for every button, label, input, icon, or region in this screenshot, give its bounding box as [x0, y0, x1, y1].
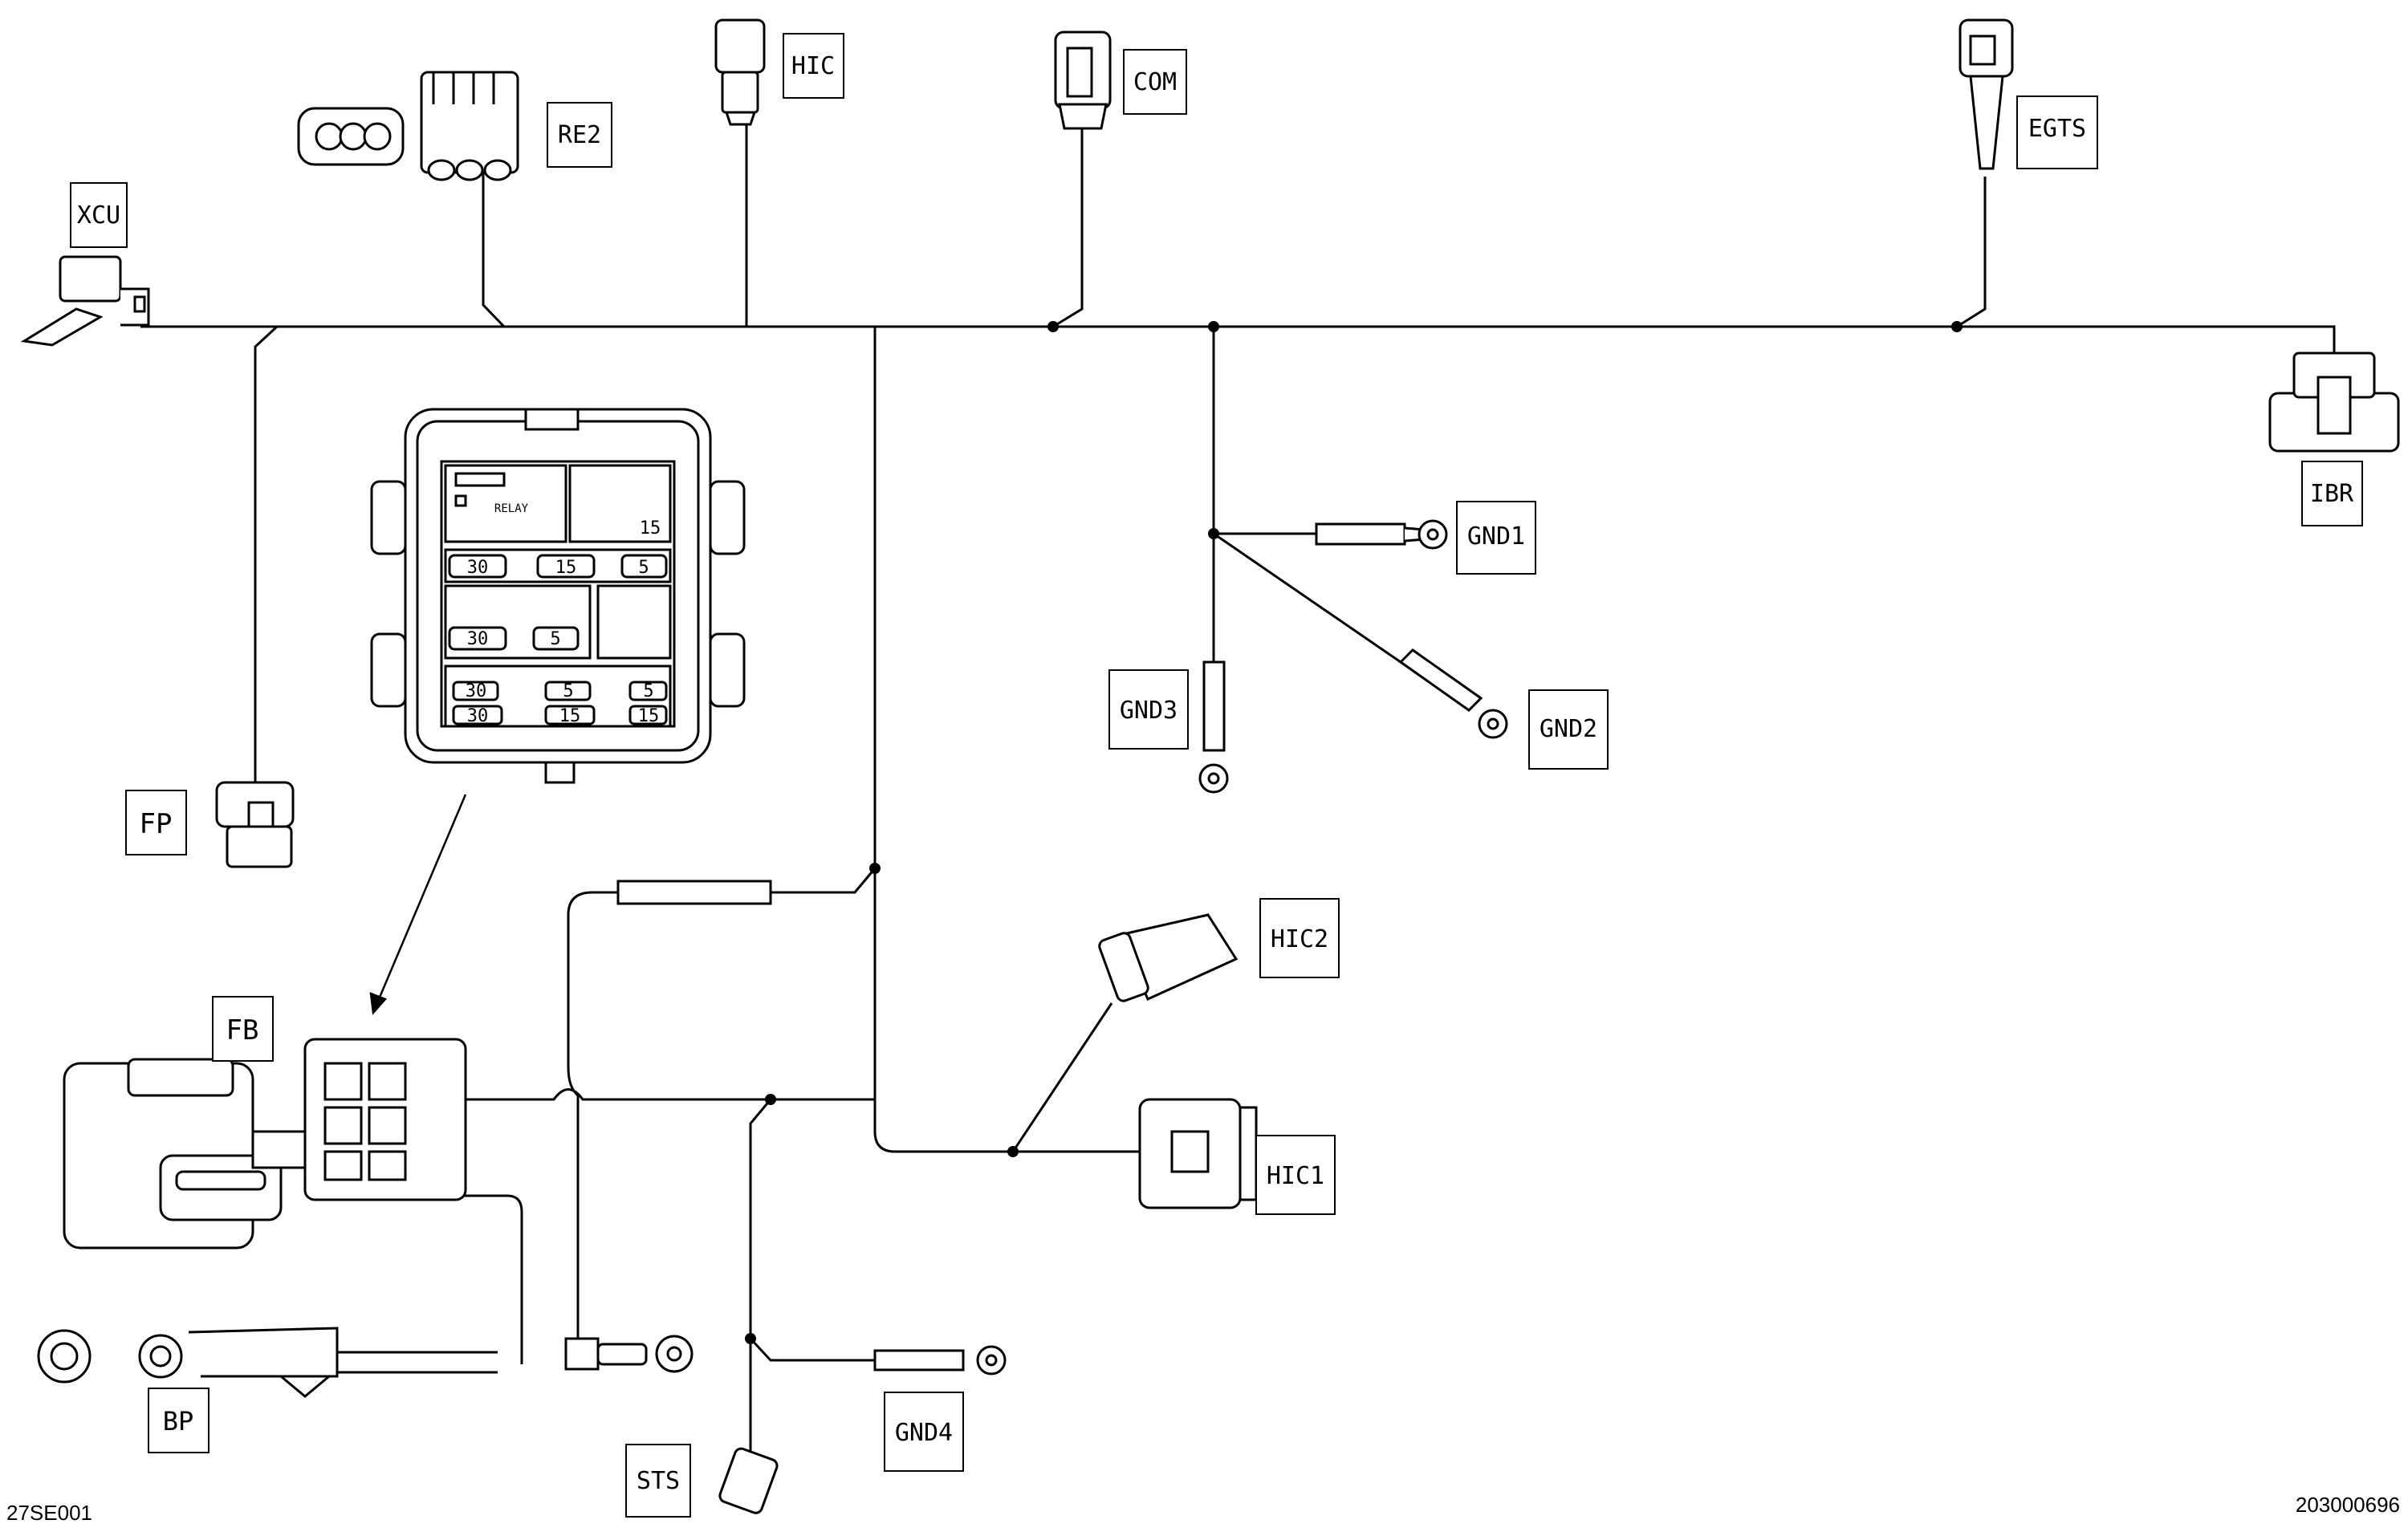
gnd1-terminal — [1315, 519, 1448, 550]
bp-ring-terminal — [564, 1335, 694, 1373]
junction-dot — [1951, 321, 1963, 332]
svg-text:GND1: GND1 — [1467, 522, 1525, 551]
wires — [140, 120, 2336, 1453]
gnd4-wire — [749, 1337, 875, 1362]
svg-text:IBR: IBR — [2310, 480, 2354, 508]
fb-output-wire — [466, 1088, 875, 1101]
svg-text:EGTS: EGTS — [2028, 115, 2086, 143]
xcu-connector — [20, 255, 150, 347]
fusebox-relay-label: RELAY — [494, 502, 529, 515]
main-trunk-wire — [140, 325, 2336, 353]
components — [20, 18, 2400, 1514]
bp-cable-wire — [771, 868, 877, 894]
fuse-5-label: 5 — [638, 558, 649, 578]
label-hic1: HIC1 — [1255, 1135, 1336, 1215]
diagram-code-right: 203000696 — [2295, 1493, 2400, 1517]
fuse-15-label: 15 — [638, 706, 660, 726]
gnd2-wire — [1213, 532, 1401, 664]
fuse-30-label: 30 — [466, 681, 487, 701]
junction-dot — [1007, 1146, 1019, 1157]
junction-dot — [745, 1333, 756, 1344]
re2-connector — [297, 71, 519, 181]
junction-dot — [869, 863, 881, 874]
fp-connector — [215, 781, 295, 868]
svg-text:HIC1: HIC1 — [1267, 1162, 1324, 1190]
fb-assembly — [63, 1038, 467, 1250]
label-fp: FP — [125, 790, 187, 855]
label-bp: BP — [148, 1388, 209, 1453]
svg-text:STS: STS — [637, 1467, 680, 1495]
svg-text:GND4: GND4 — [895, 1419, 953, 1447]
fuse-30-label: 30 — [467, 558, 489, 578]
labels: XCU RE2 HIC COM EGTS IBR GND1 GND2 — [70, 33, 2363, 1518]
fuse-5-label: 5 — [563, 681, 573, 701]
egts-sensor — [1959, 18, 2014, 170]
fuse-15-label: 15 — [559, 706, 581, 726]
fp-branch-wire — [254, 325, 279, 782]
bp-cable — [37, 1327, 339, 1398]
hic-connector — [714, 18, 766, 126]
svg-text:FP: FP — [140, 808, 173, 840]
label-sts: STS — [625, 1444, 691, 1518]
svg-text:XCU: XCU — [77, 201, 120, 230]
svg-text:RE2: RE2 — [558, 121, 601, 149]
svg-text:COM: COM — [1133, 68, 1177, 96]
diagram-code-left: 27SE001 — [6, 1501, 92, 1525]
re2-branch-wire — [482, 173, 506, 328]
center-trunk-wire — [873, 327, 1140, 1153]
hic1-connector — [1138, 1098, 1258, 1209]
svg-text:FB: FB — [226, 1014, 259, 1046]
hic2-wire — [1011, 1002, 1113, 1152]
svg-text:GND3: GND3 — [1120, 697, 1178, 725]
ibr-connector — [2268, 352, 2400, 453]
gnd2-terminal — [1398, 648, 1508, 739]
gnd4-terminal — [873, 1345, 1007, 1376]
label-gnd3: GND3 — [1108, 669, 1189, 750]
fusebox-text: RELAY 30 15 5 15 30 5 30 5 5 30 15 15 — [466, 502, 661, 726]
fuse-5-label: 5 — [643, 681, 653, 701]
fuse-15-label: 15 — [640, 518, 661, 538]
junction-dot — [765, 1094, 776, 1105]
svg-text:HIC: HIC — [791, 52, 835, 80]
hic2-connector — [1098, 913, 1239, 1002]
label-ibr: IBR — [2301, 461, 2363, 526]
bp-sleeve — [616, 880, 772, 905]
label-gnd1: GND1 — [1456, 501, 1536, 575]
svg-text:BP: BP — [163, 1406, 194, 1437]
bp-cable-wire-2 — [567, 891, 618, 1339]
fuse-15-label: 15 — [555, 558, 577, 578]
label-gnd2: GND2 — [1528, 689, 1609, 770]
label-com: COM — [1123, 49, 1187, 115]
com-connector — [1054, 30, 1112, 130]
sts-branch-wire — [749, 1099, 772, 1453]
junction-dot — [1047, 321, 1059, 332]
label-re2: RE2 — [547, 102, 612, 168]
svg-text:HIC2: HIC2 — [1271, 925, 1328, 953]
detail-arrow — [369, 794, 467, 1015]
com-branch-wire — [1052, 128, 1084, 328]
fuse-30-label: 30 — [467, 629, 489, 649]
junctions — [745, 321, 1963, 1344]
junction-dot — [1208, 528, 1219, 539]
label-xcu: XCU — [70, 182, 128, 248]
sts-sensor — [718, 1447, 779, 1514]
label-egts: EGTS — [2016, 95, 2098, 169]
label-hic: HIC — [783, 33, 844, 99]
label-gnd4: GND4 — [884, 1392, 964, 1472]
gnd3-terminal — [1198, 660, 1229, 794]
fuse-5-label: 5 — [550, 629, 560, 649]
label-fb: FB — [212, 996, 274, 1062]
fuse-30-label: 30 — [467, 706, 489, 726]
label-hic2: HIC2 — [1259, 898, 1340, 978]
fuse-box — [370, 408, 746, 784]
svg-text:GND2: GND2 — [1540, 715, 1597, 743]
junction-dot — [1208, 321, 1219, 332]
egts-branch-wire — [1956, 177, 1987, 328]
fb-lower-wire — [449, 1194, 523, 1320]
